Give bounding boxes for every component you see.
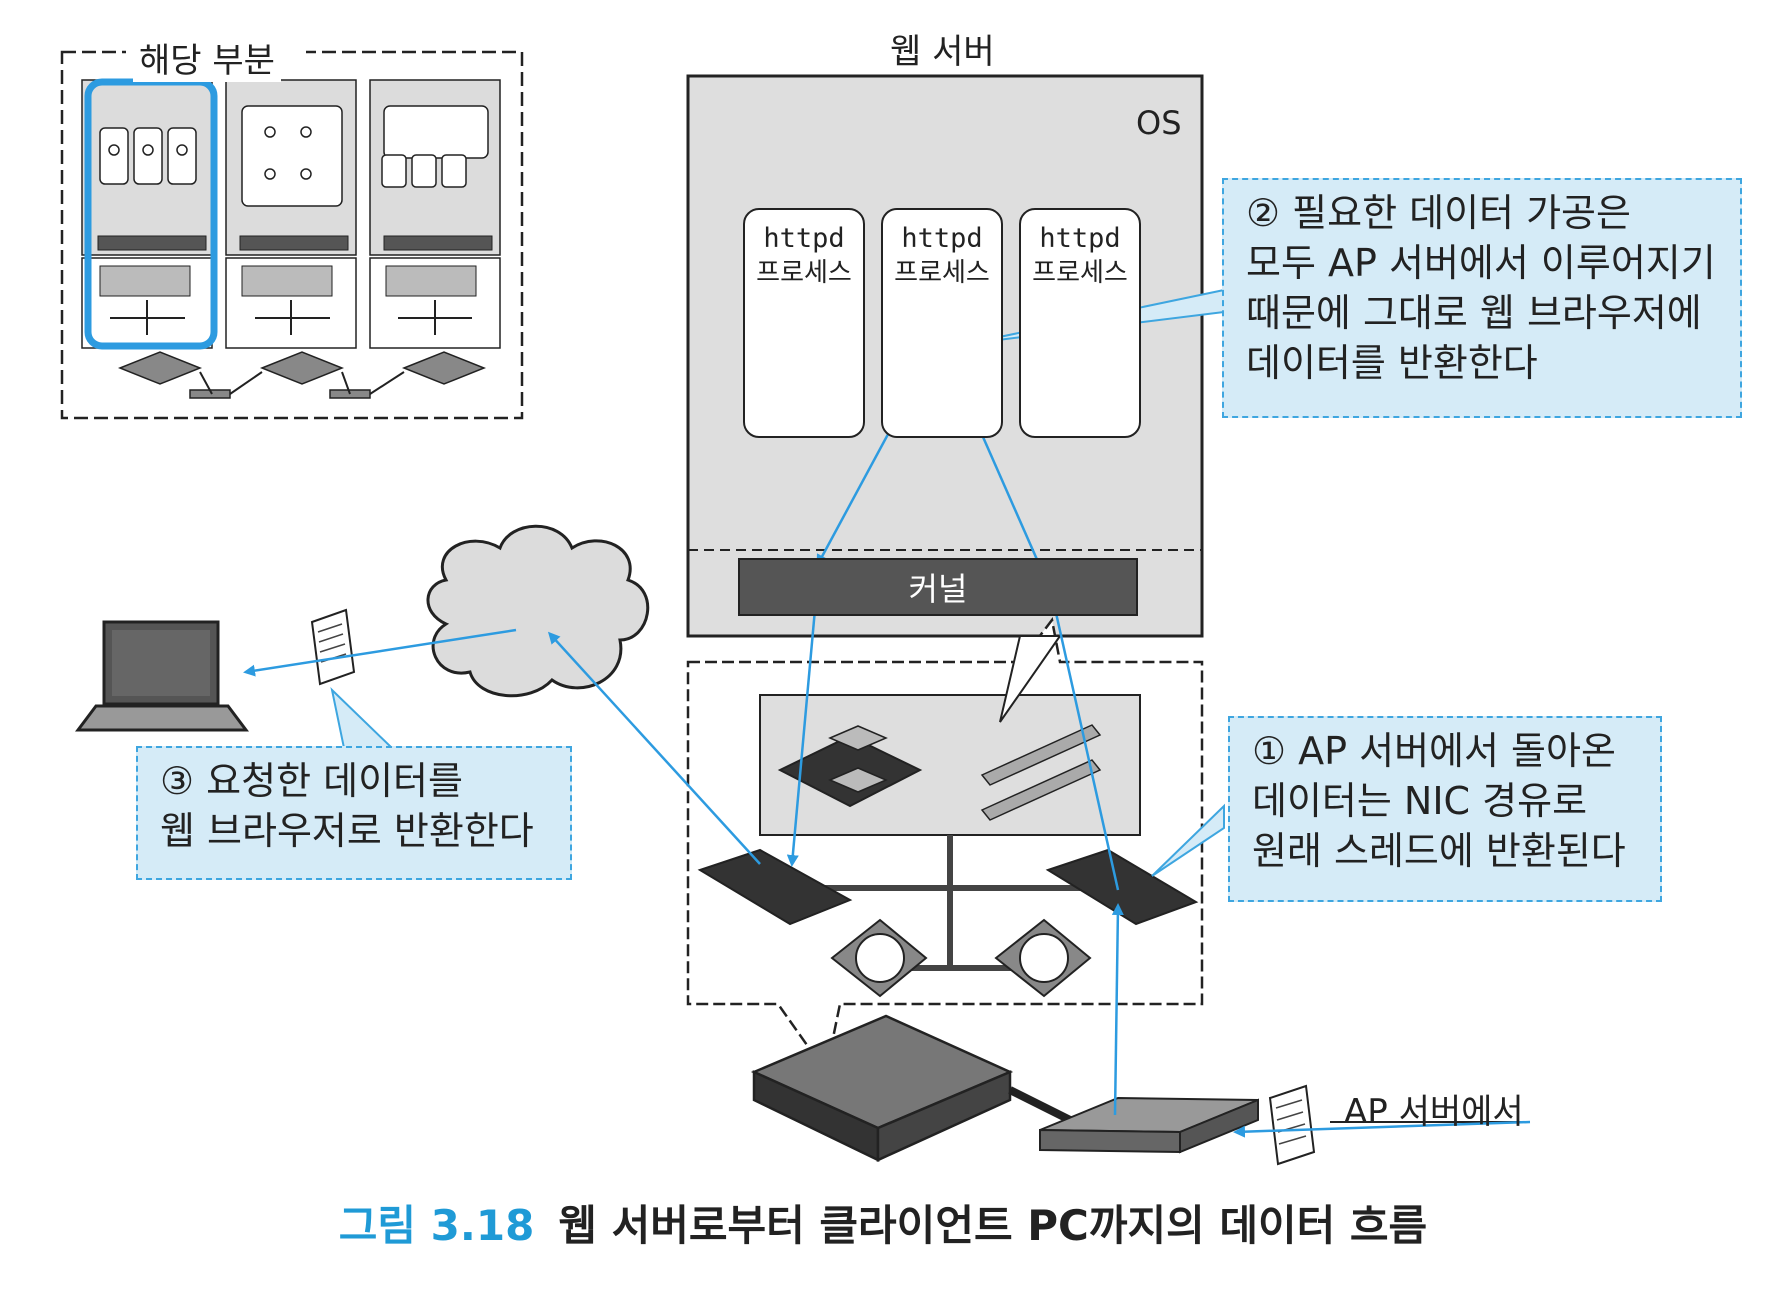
flow-arrows <box>243 409 1531 1138</box>
cable <box>1008 1086 1072 1124</box>
figure-number: 그림 3.18 <box>338 1201 535 1250</box>
callout-line: ③ 요청한 데이터를 <box>160 759 463 803</box>
laptop <box>75 620 249 732</box>
rack-server <box>750 1014 1014 1162</box>
kernel-bar: 커널 <box>738 558 1138 616</box>
callout-line: 모두 AP 서버에서 이루어지기 <box>1246 241 1716 285</box>
callout-line: 때문에 그대로 웹 브라우저에 <box>1246 291 1702 335</box>
httpd-process-1: httpd 프로세스 <box>743 208 865 438</box>
process-sub: 프로세스 <box>894 258 990 288</box>
document-icon <box>310 608 1316 1166</box>
process-name: httpd <box>763 223 845 254</box>
thumbnail-label: 해당 부분 <box>133 33 281 82</box>
web-server-title: 웹 서버 <box>890 32 995 72</box>
callout-line: ② 필요한 데이터 가공은 <box>1246 191 1631 235</box>
os-label: OS <box>1136 104 1182 142</box>
callout-line: 원래 스레드에 반환된다 <box>1252 829 1626 873</box>
callout-step1: ① AP 서버에서 돌아온 데이터는 NIC 경유로 원래 스레드에 반환된다 <box>1228 716 1662 902</box>
callout-line: 데이터는 NIC 경유로 <box>1252 779 1588 823</box>
cloud <box>426 524 650 698</box>
figure-caption: 그림 3.18 웹 서버로부터 클라이언트 PC까지의 데이터 흐름 <box>0 1192 1766 1253</box>
process-name: httpd <box>1039 223 1121 254</box>
network-switch <box>1039 1096 1259 1154</box>
ap-server-label: AP 서버에서 <box>1344 1092 1524 1132</box>
callout-line: 웹 브라우저로 반환한다 <box>160 809 534 853</box>
callout-line: 데이터를 반환한다 <box>1246 341 1538 385</box>
process-sub: 프로세스 <box>756 258 852 288</box>
httpd-process-2: httpd 프로세스 <box>881 208 1003 438</box>
callout-step2: ② 필요한 데이터 가공은 모두 AP 서버에서 이루어지기 때문에 그대로 웹… <box>1222 178 1742 418</box>
httpd-process-3: httpd 프로세스 <box>1019 208 1141 438</box>
figure-title: 웹 서버로부터 클라이언트 PC까지의 데이터 흐름 <box>558 1201 1428 1250</box>
hardware-box <box>686 617 1204 1076</box>
thumbnail-diagram <box>60 36 524 420</box>
process-sub: 프로세스 <box>1032 258 1128 288</box>
callout-line: ① AP 서버에서 돌아온 <box>1252 729 1616 773</box>
process-name: httpd <box>901 223 983 254</box>
kernel-tail <box>999 635 1062 723</box>
callout-step3: ③ 요청한 데이터를 웹 브라우저로 반환한다 <box>136 746 572 880</box>
